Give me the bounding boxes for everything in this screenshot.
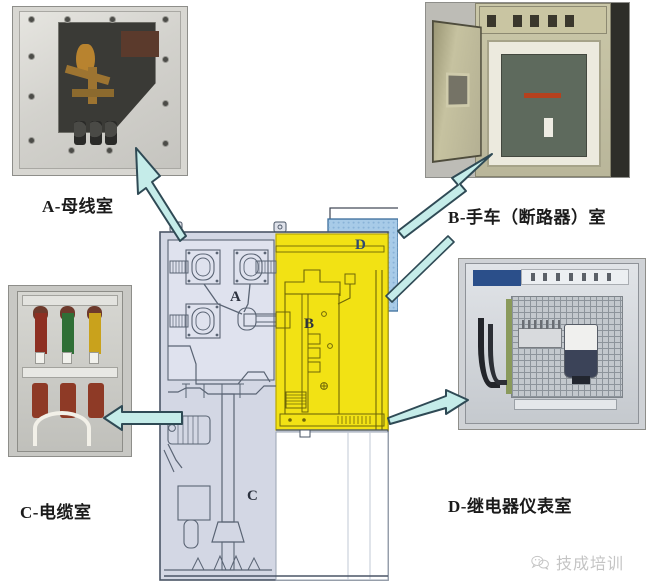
panel-switch-icon — [547, 15, 557, 28]
upper-terminal-rail — [22, 295, 118, 307]
control-cable-bundle-2 — [488, 324, 508, 385]
zone-letter-d: D — [355, 237, 366, 253]
wechat-icon-svg — [531, 555, 549, 570]
busbar-compartment-photo — [12, 6, 188, 176]
caption-relay-instrument-room: D-继电器仪表室 — [448, 497, 572, 516]
blue-nameplate — [472, 270, 522, 287]
bolt-icon — [162, 101, 168, 107]
insulator-3 — [105, 121, 118, 145]
photo-a-content — [13, 7, 187, 175]
busbar-bushing-1 — [169, 249, 221, 285]
panel-switch-icon — [512, 15, 522, 28]
cabinet-zone-a — [167, 239, 291, 381]
copper-busbar-lower — [72, 89, 114, 97]
breaker-mechanism-box — [543, 117, 553, 138]
protection-relay-device — [564, 324, 599, 384]
bolt-icon — [106, 148, 112, 154]
cable-clamp-icon — [88, 352, 100, 364]
wire-icon — [557, 320, 560, 329]
breaker-nameplate — [523, 93, 562, 99]
cable-cubicle-body — [17, 291, 123, 452]
terminal-pin-icon — [556, 272, 561, 281]
insulator-2 — [89, 121, 102, 145]
bolt-icon — [65, 17, 71, 23]
watermark-text: 技成培训 — [555, 556, 624, 573]
terminal-pin-icon — [543, 272, 548, 281]
caption-breaker-truck-room: B-手车（断路器）室 — [448, 208, 606, 227]
panel-switch-icon — [487, 15, 497, 28]
breaker-truck-body — [500, 53, 587, 158]
cable-bend-loop — [32, 411, 91, 447]
terminal-block-row — [517, 320, 563, 349]
photo-d-content — [459, 259, 645, 429]
terminal-pin-icon — [581, 272, 586, 281]
phase-b-conductor — [61, 312, 75, 354]
cable-compartment-photo — [8, 285, 132, 457]
door-viewing-window — [445, 72, 470, 108]
bolt-icon — [68, 148, 74, 154]
photo-b-content — [426, 3, 629, 177]
relay-instrument-photo — [458, 258, 646, 430]
zone-letter-b: B — [304, 316, 315, 332]
bolt-icon — [28, 17, 34, 23]
phase-a-conductor — [34, 312, 48, 354]
wire-icon — [539, 320, 542, 329]
background-shadow — [120, 30, 160, 58]
breaker-truck-photo — [425, 2, 630, 178]
bolt-icon — [162, 57, 168, 63]
switchgear-cabinet-diagram: A B C D — [152, 186, 398, 586]
photo-c-content — [9, 286, 131, 456]
wire-icon — [533, 320, 536, 329]
caption-busbar-room: A-母线室 — [42, 197, 114, 216]
control-cable-bundle-1 — [478, 318, 501, 388]
terminal-pin-icon — [607, 272, 612, 281]
bolt-icon — [110, 17, 116, 23]
earth-bar — [505, 298, 513, 395]
wire-icon — [522, 320, 524, 329]
panel-switch-icon — [530, 15, 540, 28]
cable-clamp-icon — [61, 352, 73, 364]
zone-letter-c: C — [247, 488, 258, 504]
wire-icon — [527, 320, 530, 329]
cubicle-door — [432, 20, 482, 164]
current-transformer-3 — [87, 382, 105, 418]
terminal-pin-icon — [530, 272, 535, 281]
relay-cubicle-body — [465, 263, 639, 424]
bolt-icon — [162, 141, 168, 147]
terminal-pin-icon — [594, 272, 599, 281]
panel-switch-icon — [565, 15, 575, 28]
cubicle-side-edge — [610, 3, 629, 177]
watermark: 技成培训 — [531, 550, 624, 574]
busbar-bushing-2 — [233, 249, 277, 285]
wechat-icon — [531, 555, 550, 570]
current-transformer-1 — [31, 382, 49, 418]
top-terminal-rail — [521, 268, 630, 285]
truck-bay — [486, 39, 601, 167]
busbar-bushing-3 — [169, 303, 221, 339]
bolt-icon — [28, 54, 34, 60]
copper-busbar-vertical — [87, 67, 97, 105]
zone-letter-a: A — [230, 289, 241, 305]
bolt-icon — [28, 138, 34, 144]
bolt-icon — [162, 17, 168, 23]
wire-icon — [551, 320, 554, 329]
insulator-1 — [73, 121, 87, 145]
phase-c-conductor — [88, 312, 102, 354]
mid-terminal-rail — [22, 366, 118, 378]
copper-joint-icon — [75, 43, 95, 75]
cable-clamp-icon — [34, 352, 46, 364]
cabinet-zone-b — [275, 233, 389, 431]
bolt-icon — [28, 94, 34, 100]
cabinet-zone-c — [163, 345, 388, 577]
bottom-terminal-rail — [514, 399, 618, 411]
caption-cable-room: C-电缆室 — [20, 503, 92, 522]
front-panel-strip — [478, 6, 607, 35]
terminal-pin-icon — [568, 272, 573, 281]
relay-base — [572, 376, 591, 384]
current-transformer-2 — [59, 382, 77, 418]
wire-icon — [545, 320, 548, 329]
callout-arrow-d — [387, 389, 469, 425]
